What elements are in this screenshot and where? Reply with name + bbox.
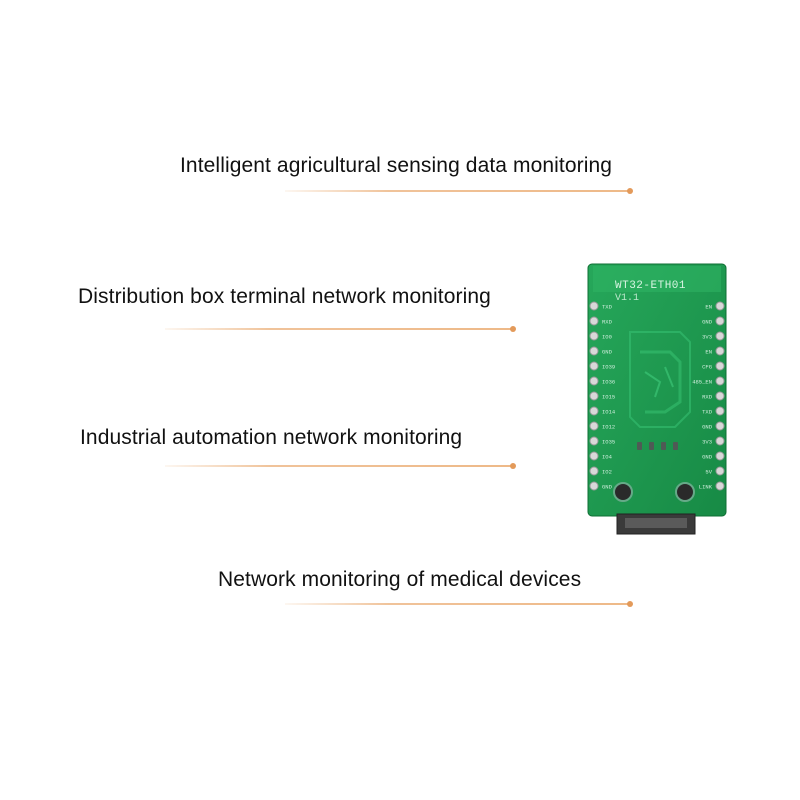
mounting-hole — [675, 482, 695, 502]
right-pin-pad — [715, 346, 725, 356]
left-pin-pad — [589, 331, 599, 341]
board-model-label: WT32-ETH01 — [615, 280, 686, 292]
left-pin-label: IO2 — [602, 469, 612, 476]
right-pin-label: GND — [702, 454, 713, 461]
circuit-traces — [644, 366, 674, 398]
mounting-hole — [613, 482, 633, 502]
right-pin-label: 5V — [705, 469, 712, 476]
right-pin-label: 3V3 — [702, 334, 712, 341]
accent-dot — [627, 188, 633, 194]
left-pin-label: IO4 — [602, 454, 613, 461]
caption-medical-devices: Network monitoring of medical devices — [218, 568, 582, 591]
ethernet-module-board: WT32-ETH01 V1.1 TXDRXDIO0GNDIO39IO36IO15… — [587, 263, 727, 535]
accent-dot — [510, 326, 516, 332]
right-pin-pad — [715, 466, 725, 476]
caption-agricultural-sensing: Intelligent agricultural sensing data mo… — [180, 154, 613, 177]
right-pin-label: LINK — [699, 484, 713, 491]
right-pin-pad — [715, 436, 725, 446]
right-pin-label: TXD — [702, 409, 713, 416]
circuit-traces — [640, 350, 682, 414]
left-pin-label: GND — [602, 484, 613, 491]
right-pin-label: CFG — [702, 364, 712, 371]
right-pin-label: RXD — [702, 394, 713, 401]
accent-line-2 — [165, 326, 516, 332]
accent-line-3 — [165, 463, 516, 469]
right-pin-label: EN — [705, 349, 712, 356]
right-pin-label: GND — [702, 319, 713, 326]
accent-dot — [510, 463, 516, 469]
right-pin-label: GND — [702, 424, 713, 431]
left-pin-pad — [589, 391, 599, 401]
left-pin-pad — [589, 376, 599, 386]
left-pin-label: IO39 — [602, 364, 615, 371]
antenna-area — [593, 266, 721, 292]
left-pin-label: GND — [602, 349, 613, 356]
right-pin-label: 3V3 — [702, 439, 712, 446]
left-pin-label: RXD — [602, 319, 613, 326]
left-pin-label: IO15 — [602, 394, 615, 401]
left-pin-pad — [589, 466, 599, 476]
right-pin-pad — [715, 331, 725, 341]
right-pin-pad — [715, 361, 725, 371]
right-pin-label: EN — [705, 304, 712, 311]
left-pin-pad — [589, 301, 599, 311]
left-pin-label: IO12 — [602, 424, 615, 431]
circuit-traces — [629, 331, 691, 428]
left-pin-pad — [589, 316, 599, 326]
accent-dot — [627, 601, 633, 607]
left-pin-pad — [589, 436, 599, 446]
accent-line-4 — [285, 601, 633, 607]
left-pin-pad — [589, 346, 599, 356]
caption-industrial-automation: Industrial automation network monitoring — [80, 426, 463, 449]
right-pin-pad — [715, 481, 725, 491]
left-pin-pad — [589, 406, 599, 416]
right-pin-pad — [715, 421, 725, 431]
board-version-label: V1.1 — [615, 293, 639, 304]
left-pin-label: IO36 — [602, 379, 615, 386]
caption-distribution-box: Distribution box terminal network monito… — [78, 285, 491, 308]
lan-pads — [637, 442, 678, 450]
right-pin-pad — [715, 316, 725, 326]
left-pin-label: IO35 — [602, 439, 615, 446]
left-pin-label: IO14 — [602, 409, 616, 416]
left-pin-pad — [589, 421, 599, 431]
right-pin-pad — [715, 451, 725, 461]
right-pin-pad — [715, 391, 725, 401]
right-pin-pad — [715, 406, 725, 416]
left-pin-label: IO0 — [602, 334, 612, 341]
right-pin-label: 485_EN — [692, 379, 712, 386]
right-pin-pad — [715, 301, 725, 311]
right-pin-pad — [715, 376, 725, 386]
left-pin-pad — [589, 451, 599, 461]
left-pin-pad — [589, 361, 599, 371]
left-pin-label: TXD — [602, 304, 613, 311]
left-pin-pad — [589, 481, 599, 491]
accent-line-1 — [285, 188, 633, 194]
